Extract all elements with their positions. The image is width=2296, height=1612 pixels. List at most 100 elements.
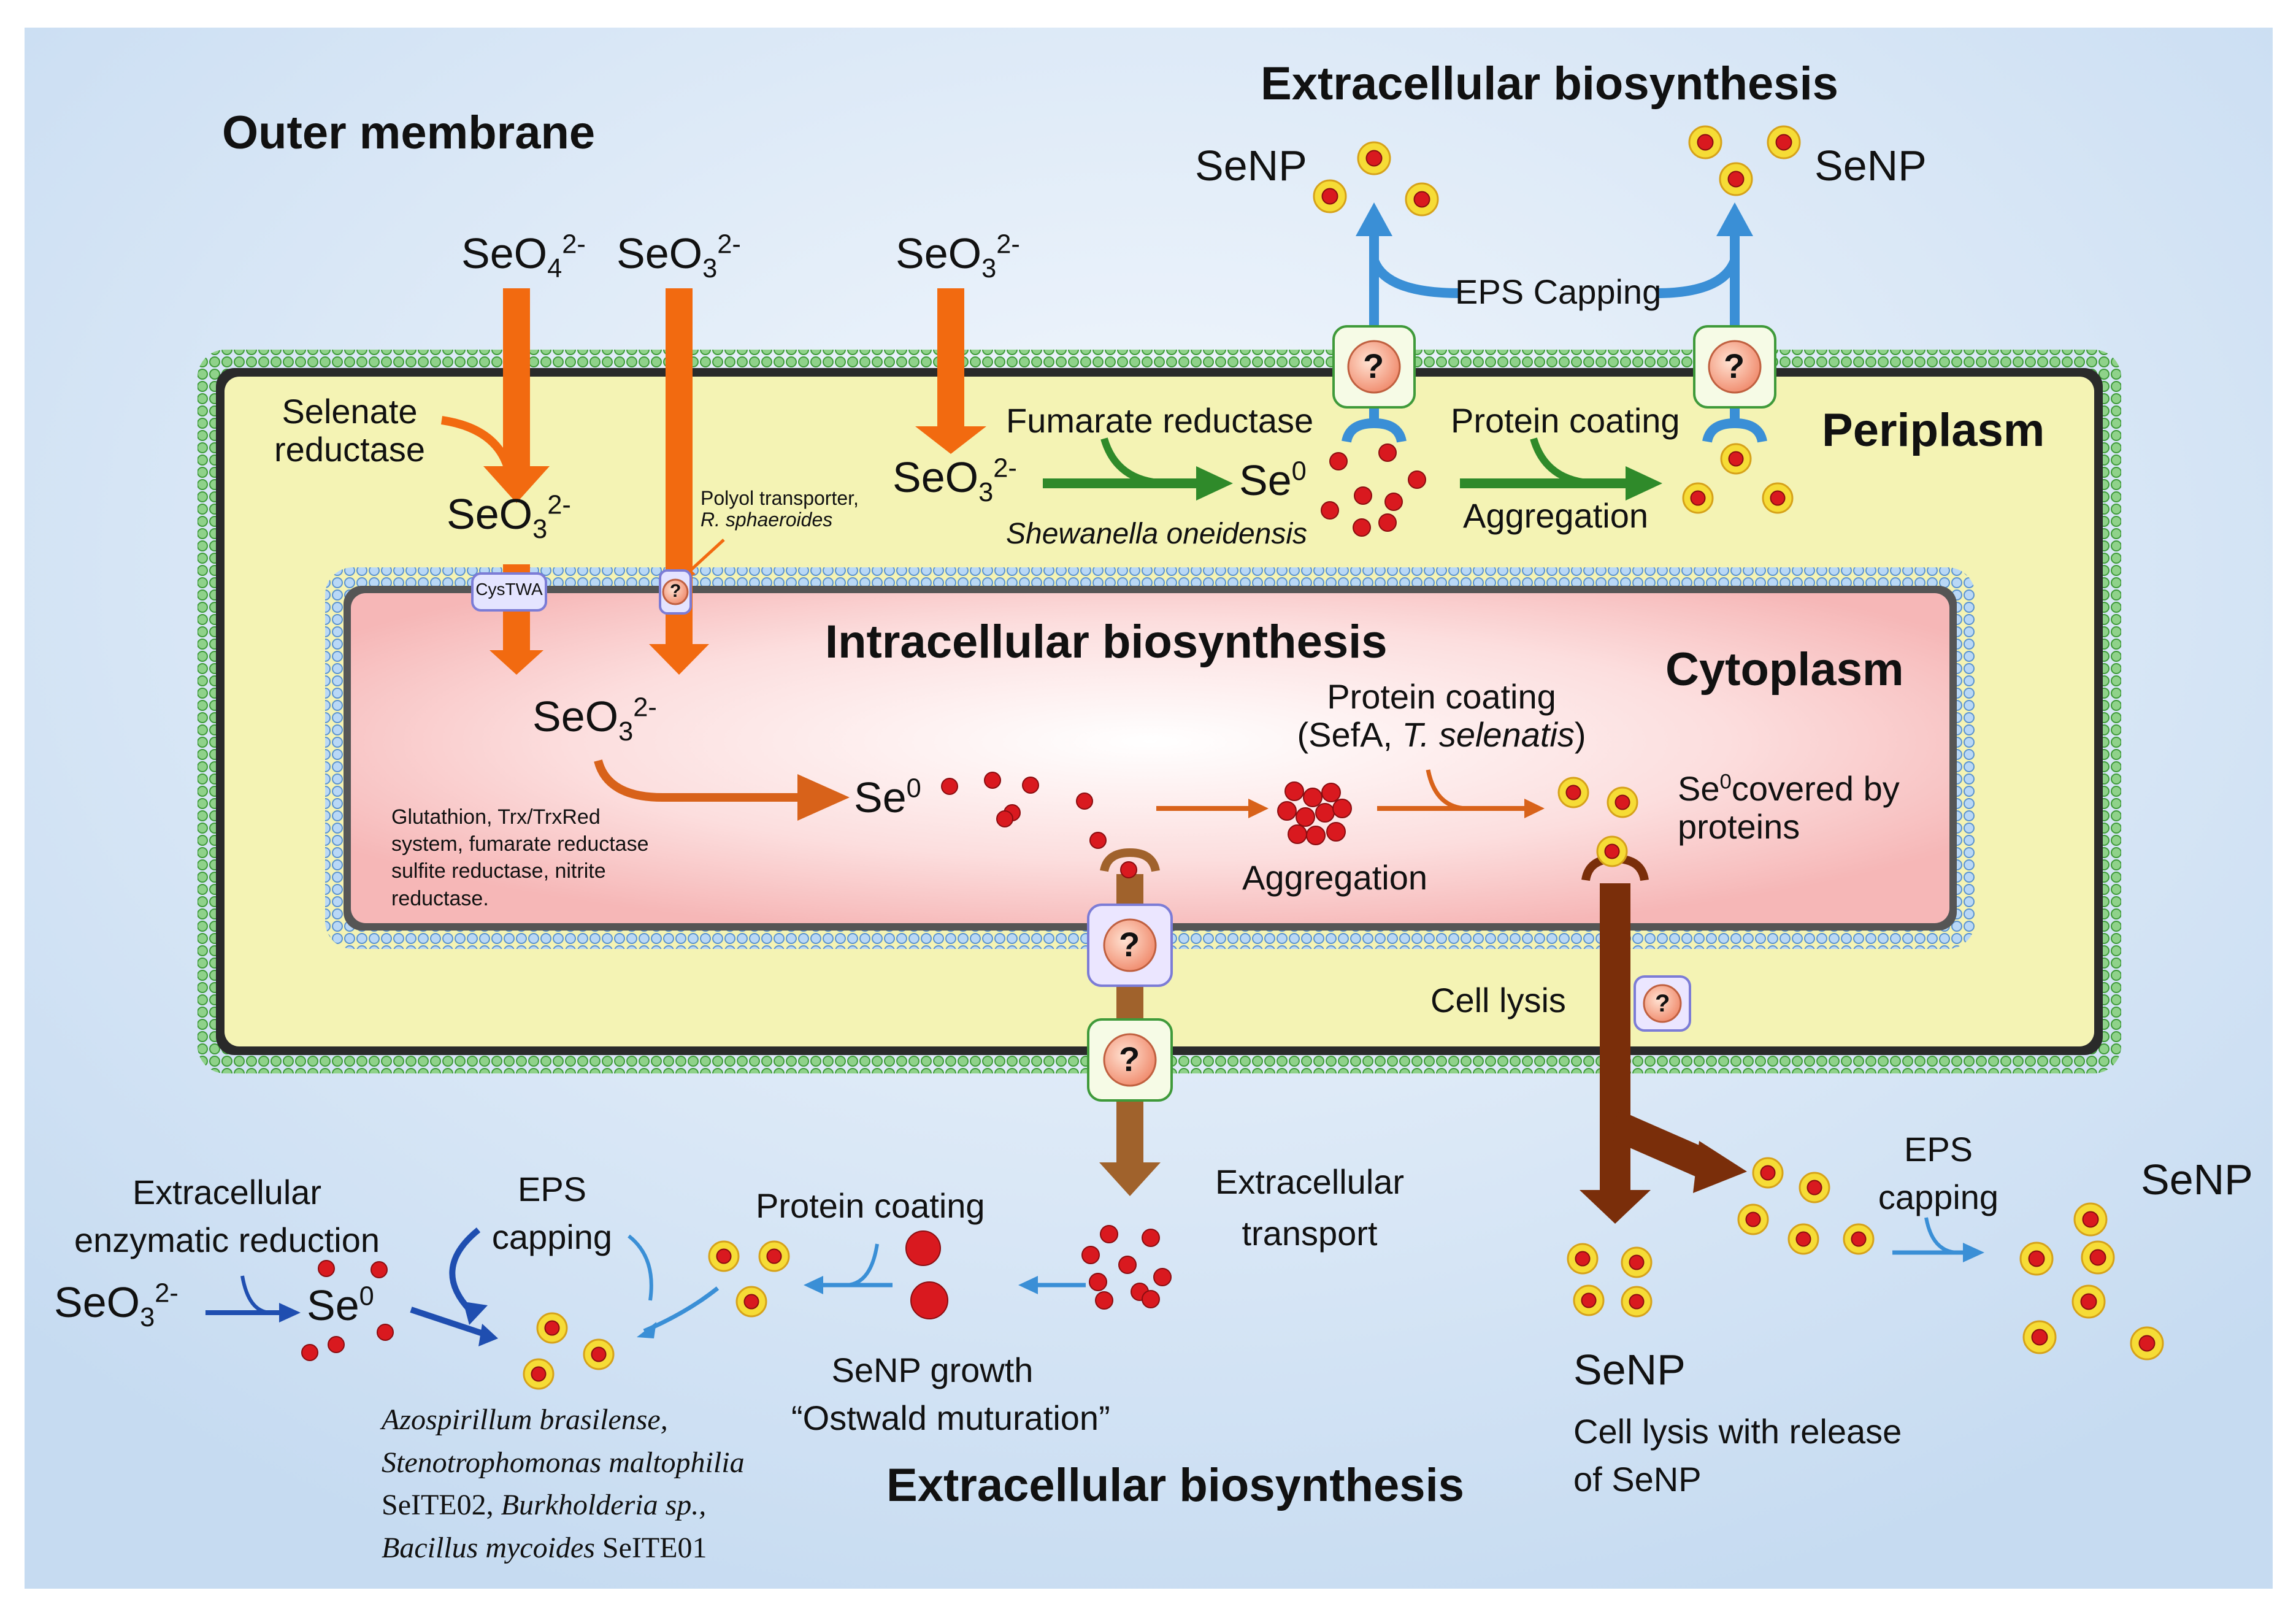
- se0-particle: [996, 810, 1013, 827]
- title-outer-membrane: Outer membrane: [222, 107, 595, 159]
- title-cytoplasm-text: Cytoplasm: [1665, 643, 1904, 696]
- label-shewanella: Shewanella oneidensis: [1006, 518, 1308, 550]
- species-se0-extracellular: Se0: [307, 1281, 374, 1329]
- species-selenate: SeO42-: [461, 229, 586, 283]
- label-cystwa: CysTWA: [475, 580, 543, 599]
- senp-core: [766, 1248, 782, 1264]
- senp-core: [1575, 1251, 1591, 1267]
- se0-particle: [1306, 826, 1326, 845]
- senp-core: [1581, 1292, 1597, 1308]
- se0-particle: [1022, 777, 1039, 794]
- se0-particle: [1277, 801, 1297, 821]
- senp-core: [2089, 1249, 2106, 1266]
- senp-core: [591, 1346, 607, 1362]
- se0-particle: [318, 1260, 335, 1277]
- se0-particle: [1284, 781, 1304, 801]
- se0-particle: [377, 1324, 394, 1341]
- se0-particle: [1378, 443, 1397, 462]
- fumarate-reductase-arrow: [1043, 437, 1233, 501]
- extracellular-growth-arrow: [1018, 1276, 1086, 1294]
- senp-core: [1770, 490, 1786, 506]
- se0-particle: [1120, 861, 1137, 878]
- question-top-1: ?: [1363, 347, 1384, 385]
- senp-core: [1413, 191, 1430, 208]
- title-periplasm-text: Periplasm: [1822, 404, 2045, 456]
- se0-particle: [1153, 1268, 1172, 1286]
- senp-core: [1614, 794, 1630, 810]
- se0-particle: [1315, 803, 1335, 823]
- se0-particle: [1118, 1256, 1137, 1274]
- senp-core: [1690, 490, 1706, 506]
- se0-particle: [1353, 518, 1371, 537]
- senp-core: [1365, 150, 1383, 167]
- species-selenite-1: SeO32-: [616, 229, 741, 283]
- senp-core: [1321, 188, 1338, 205]
- label-protein-coating-bottom: Protein coating: [756, 1186, 985, 1225]
- title-periplasm: Periplasm: [1822, 405, 2045, 456]
- cell-lysis-arrow: [1580, 854, 1747, 1224]
- label-aggregation-periplasm: Aggregation: [1463, 496, 1649, 535]
- se0-particle: [1142, 1290, 1160, 1308]
- senp-top-left: SeNP: [1195, 142, 1307, 190]
- senp-core: [743, 1294, 759, 1310]
- particles: [301, 125, 2164, 1390]
- se0-particle: [941, 778, 958, 795]
- se0-particle: [1089, 1273, 1107, 1291]
- unknown-lysis-box: [1634, 975, 1691, 1032]
- se0-particle: [1100, 1225, 1118, 1243]
- se0-particle: [1384, 493, 1403, 511]
- label-senp-growth: SeNP growth“Ostwald muturation”: [791, 1351, 1110, 1438]
- senp-top-right: SeNP: [1814, 142, 1927, 190]
- title-extracellular-bottom-text: Extracellular biosynthesis: [886, 1459, 1464, 1511]
- se0-particle: [1081, 1246, 1100, 1264]
- senp-core: [1565, 785, 1581, 800]
- senp-core: [2031, 1329, 2048, 1346]
- senp-core: [2028, 1250, 2045, 1267]
- se0-particle: [1095, 1291, 1113, 1310]
- unknown-transporter-outer: [1087, 1018, 1173, 1102]
- aggregation-arrow: [1156, 799, 1269, 818]
- label-protein-coating-sefa: Protein coating (SefA, T. selenatis): [1297, 677, 1586, 754]
- senp-core: [716, 1248, 732, 1264]
- senp-core: [1795, 1231, 1811, 1247]
- se0-particle: [1378, 513, 1397, 532]
- se0-particle: [1408, 470, 1426, 489]
- se0-particle: [301, 1344, 318, 1361]
- protein-coating-periplasm-arrow: [1460, 437, 1662, 501]
- se0-particle: [1288, 824, 1307, 844]
- protein-coating-cyto-arrow: [1377, 769, 1545, 818]
- protein-coating-bottom-arrow: [804, 1243, 893, 1294]
- question-inner: ?: [1119, 925, 1140, 964]
- title-extracellular-bottom: Extracellular biosynthesis: [886, 1460, 1464, 1511]
- se0-particle: [1303, 788, 1323, 807]
- senp-bottom-right: SeNP: [2141, 1156, 2253, 1203]
- title-outer-membrane-text: Outer membrane: [222, 107, 596, 159]
- label-protein-coating-periplasm: Protein coating: [1451, 401, 1680, 440]
- label-polyol-transporter: Polyol transporter,R. sphaeroides: [701, 487, 859, 531]
- species-selenite-4: SeO32-: [893, 453, 1017, 507]
- title-extracellular-top-text: Extracellular biosynthesis: [1261, 58, 1838, 110]
- se0-particle: [1329, 452, 1348, 470]
- title-extracellular-top: Extracellular biosynthesis: [1261, 58, 1838, 110]
- species-se0-cytoplasm: Se0: [854, 773, 921, 821]
- title-cytoplasm: Cytoplasm: [1665, 644, 1904, 696]
- se0-particle: [1332, 799, 1352, 818]
- species-selenite-2: SeO32-: [896, 229, 1020, 283]
- question-outer: ?: [1119, 1040, 1140, 1078]
- intracellular-reduction-arrow: [594, 759, 810, 802]
- senp-core: [1745, 1211, 1761, 1227]
- senp-core: [1629, 1254, 1645, 1270]
- senp-core: [1697, 134, 1714, 151]
- label-organisms: Azospirillum brasilense, Stenotrophomona…: [382, 1403, 745, 1564]
- se0-particle: [1296, 807, 1315, 827]
- species-selenite-3: SeO32-: [447, 490, 571, 544]
- question-polyol: ?: [670, 581, 682, 601]
- question-top-2: ?: [1724, 347, 1745, 385]
